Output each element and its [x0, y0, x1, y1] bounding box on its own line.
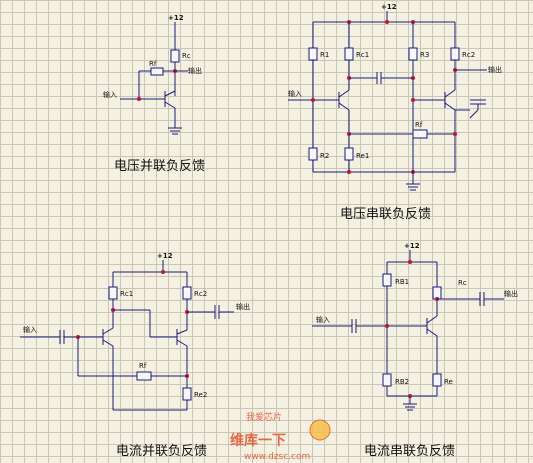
circuit-title: 电压并联负反馈	[114, 159, 205, 174]
resistor-label: Rf	[139, 362, 147, 370]
resistor-rc1	[344, 47, 354, 61]
output-label: 输出	[188, 66, 202, 75]
circuit-title: 电流并联负反馈	[116, 444, 207, 459]
resistor-r1	[308, 47, 318, 61]
resistor-rf	[150, 67, 164, 76]
input-label: 输入	[103, 90, 117, 99]
circuit-title: 电压串联负反馈	[340, 207, 431, 222]
resistor-label: R1	[320, 51, 329, 59]
resistor-re	[432, 373, 442, 387]
resistor-rf	[412, 129, 428, 139]
resistor-label: Rc2	[194, 290, 207, 298]
watermark-brand: 维库一下	[230, 432, 286, 449]
resistor-label: Rf	[149, 60, 157, 68]
resistor-label: Rc1	[120, 290, 133, 298]
resistor-label: Re1	[356, 152, 369, 160]
resistor-rc2	[450, 47, 460, 61]
resistor-label: Rc	[182, 52, 191, 60]
resistor-re2	[182, 387, 192, 401]
input-label: 输入	[288, 89, 302, 98]
resistor-label: R2	[320, 152, 329, 160]
resistor-label: Rc1	[356, 51, 369, 59]
resistor-label: RB1	[395, 278, 409, 286]
resistor-label: Rc2	[462, 51, 475, 59]
supply-label: +12	[157, 252, 173, 260]
resistor-rc2	[182, 286, 192, 300]
circuit-voltage-series: +12 R1 Rc1 R3 Rc2 输出	[288, 3, 502, 222]
circuit-current-series: +12 RB1 Rc 输出 输入 RB2	[312, 242, 518, 459]
resistor-label: Re2	[194, 391, 207, 399]
circuit-title: 电流串联负反馈	[364, 444, 455, 459]
resistor-r3	[408, 47, 418, 61]
resistor-label: Re	[444, 378, 453, 386]
resistor-rb2	[382, 373, 392, 387]
resistor-label: R3	[420, 51, 429, 59]
resistor-label: Rc	[458, 279, 467, 287]
watermark: 我爱芯片 维库一下 www.dzsc.com	[230, 411, 331, 462]
circuit-current-shunt: +12 Rc1 Rc2 输出 输入	[20, 252, 250, 459]
supply-label: +12	[404, 242, 420, 250]
resistor-rc	[170, 49, 180, 63]
resistor-rb1	[382, 273, 392, 287]
watermark-tag: 我爱芯片	[246, 411, 282, 423]
output-label: 输出	[504, 289, 518, 298]
resistor-rf	[136, 371, 152, 381]
resistor-rc1	[108, 286, 118, 300]
watermark-url: www.dzsc.com	[244, 452, 310, 462]
resistor-label: RB2	[395, 378, 409, 386]
input-label: 输入	[23, 325, 37, 334]
supply-label: +12	[168, 14, 184, 22]
output-label: 输出	[488, 65, 502, 74]
resistor-r2	[308, 147, 318, 161]
output-label: 输出	[236, 302, 250, 311]
resistor-label: Rf	[415, 121, 423, 129]
resistor-re1	[344, 147, 354, 161]
circuit-voltage-shunt: +12 Rc 输出 Rf 输入 电压并联负反馈	[103, 14, 205, 174]
input-label: 输入	[316, 315, 330, 324]
mascot-icon	[309, 419, 331, 441]
supply-label: +12	[381, 3, 397, 11]
